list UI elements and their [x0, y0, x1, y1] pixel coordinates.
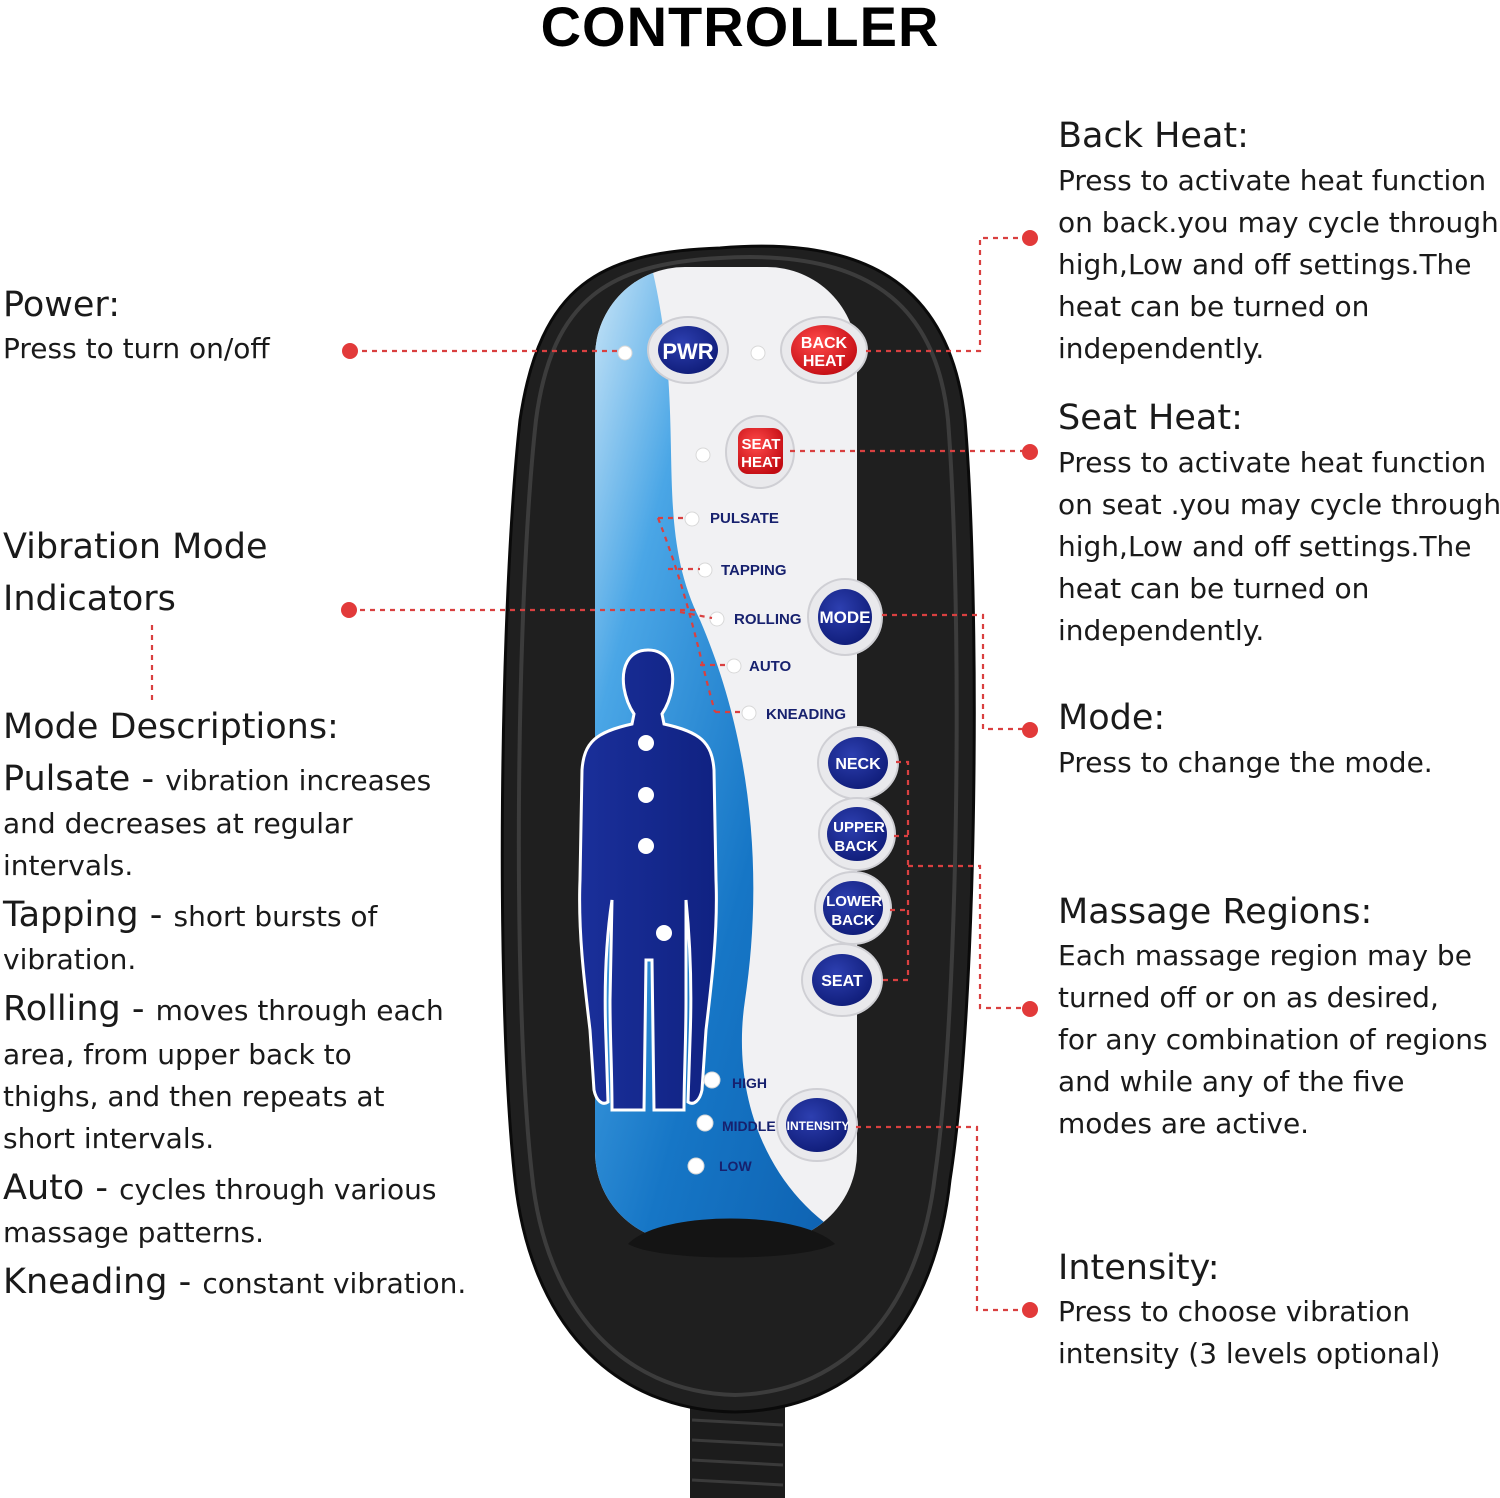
- back-heat-line2: on back.you may cycle through: [1058, 206, 1499, 239]
- kneading-name: Kneading: [3, 1262, 168, 1302]
- svg-text:HEAT: HEAT: [741, 454, 781, 471]
- svg-text:MODE: MODE: [820, 608, 871, 627]
- seat-heat-line3: high,Low and off settings.The: [1058, 530, 1472, 563]
- seat-heat-line1: Press to activate heat function: [1058, 446, 1487, 479]
- callout-dots: [341, 230, 1038, 1318]
- back-heat-line1: Press to activate heat function: [1058, 164, 1487, 197]
- mode-desc: Press to change the mode.: [1058, 746, 1433, 779]
- mode-descriptions-heading: Mode Descriptions:: [3, 707, 339, 747]
- auto-desc-line1: Auto - cycles through various: [3, 1168, 437, 1208]
- body-points: [638, 735, 672, 941]
- svg-text:UPPER: UPPER: [833, 819, 885, 836]
- lower-back-button[interactable]: LOWER BACK: [814, 871, 892, 945]
- pwr-label: PWR: [662, 339, 713, 364]
- mode-label-pulsate: PULSATE: [710, 510, 779, 527]
- seat-heat-led: [695, 447, 711, 463]
- intensity-line2: intensity (3 levels optional): [1058, 1337, 1441, 1370]
- intensity-heading: Intensity:: [1058, 1248, 1220, 1288]
- mode-heading: Mode:: [1058, 698, 1166, 738]
- neck-point: [638, 735, 654, 751]
- back-heat-heading: Back Heat:: [1058, 116, 1249, 156]
- kneading-desc-line1: Kneading - constant vibration.: [3, 1262, 467, 1302]
- lower-back-point: [638, 838, 654, 854]
- tapping-desc-line1: Tapping - short bursts of: [3, 895, 378, 935]
- massage-regions-line2: turned off or on as desired,: [1058, 981, 1439, 1014]
- svg-text:BACK: BACK: [834, 838, 877, 855]
- intensity-line1: Press to choose vibration: [1058, 1295, 1411, 1328]
- rolling-desc-line1: Rolling - moves through each: [3, 989, 444, 1029]
- auto-desc-line2: massage patterns.: [3, 1216, 265, 1249]
- level-low: LOW: [719, 1158, 752, 1174]
- massage-regions-heading: Massage Regions:: [1058, 892, 1373, 932]
- back-heat-led: [750, 345, 766, 361]
- vibration-indicators-heading-2: Indicators: [3, 579, 176, 619]
- seat-heat-button[interactable]: SEAT HEAT: [725, 415, 795, 489]
- seat-heat-line5: independently.: [1058, 614, 1265, 647]
- back-heat-line4: heat can be turned on: [1058, 290, 1370, 323]
- power-desc: Press to turn on/off: [3, 332, 270, 365]
- seat-button[interactable]: SEAT: [801, 943, 883, 1017]
- pulsate-desc-line2: and decreases at regular: [3, 807, 353, 840]
- tapping-desc-line2: vibration.: [3, 943, 137, 976]
- svg-text:HEAT: HEAT: [803, 353, 846, 370]
- rolling-name: Rolling: [3, 989, 121, 1029]
- upper-back-button[interactable]: UPPER BACK: [818, 797, 896, 871]
- intensity-button[interactable]: INTENSITY: [776, 1088, 858, 1162]
- massage-regions-line4: and while any of the five: [1058, 1065, 1405, 1098]
- mode-label-kneading: KNEADING: [766, 706, 846, 723]
- body-figure: [578, 648, 718, 1112]
- massage-regions-line5: modes are active.: [1058, 1107, 1310, 1140]
- massage-regions-line3: for any combination of regions: [1058, 1023, 1488, 1056]
- back-heat-line5: independently.: [1058, 332, 1265, 365]
- pulsate-name: Pulsate: [3, 759, 131, 799]
- svg-text:NECK: NECK: [835, 756, 881, 773]
- svg-text:SEAT: SEAT: [821, 973, 863, 990]
- pwr-led: [617, 345, 633, 361]
- level-high: HIGH: [732, 1075, 767, 1091]
- svg-text:BACK: BACK: [801, 335, 848, 352]
- svg-text:BACK: BACK: [831, 912, 874, 929]
- mode-label-rolling: ROLLING: [734, 611, 802, 628]
- rolling-desc-line4: short intervals.: [3, 1122, 215, 1155]
- tapping-name: Tapping: [3, 895, 139, 935]
- auto-name: Auto: [3, 1168, 85, 1208]
- pulsate-desc-line3: intervals.: [3, 849, 134, 882]
- neck-button[interactable]: NECK: [817, 726, 899, 800]
- seat-point: [656, 925, 672, 941]
- svg-text:SEAT: SEAT: [742, 436, 781, 453]
- back-heat-button[interactable]: BACK HEAT: [780, 316, 868, 384]
- rolling-desc-line2: area, from upper back to: [3, 1038, 352, 1071]
- pulsate-desc-line1: Pulsate - vibration increases: [3, 759, 432, 799]
- svg-text:INTENSITY: INTENSITY: [787, 1119, 850, 1133]
- seat-heat-line4: heat can be turned on: [1058, 572, 1370, 605]
- pwr-button[interactable]: PWR: [647, 316, 729, 384]
- back-heat-line3: high,Low and off settings.The: [1058, 248, 1472, 281]
- svg-text:LOWER: LOWER: [826, 893, 882, 910]
- mode-button[interactable]: MODE: [807, 578, 883, 656]
- massage-regions-line1: Each massage region may be: [1058, 939, 1472, 972]
- vibration-indicators-heading-1: Vibration Mode: [3, 527, 268, 567]
- upper-back-point: [638, 787, 654, 803]
- callout-lines: [150, 236, 1028, 1312]
- mode-label-tapping: TAPPING: [721, 562, 787, 579]
- seat-heat-line2: on seat .you may cycle through: [1058, 488, 1500, 521]
- level-middle: MIDDLE: [722, 1118, 776, 1134]
- page-title: CONTROLLER: [540, 0, 940, 58]
- power-heading: Power:: [3, 285, 120, 325]
- rolling-desc-line3: thighs, and then repeats at: [3, 1080, 385, 1113]
- seat-heat-heading: Seat Heat:: [1058, 398, 1243, 438]
- mode-label-auto: AUTO: [749, 658, 792, 675]
